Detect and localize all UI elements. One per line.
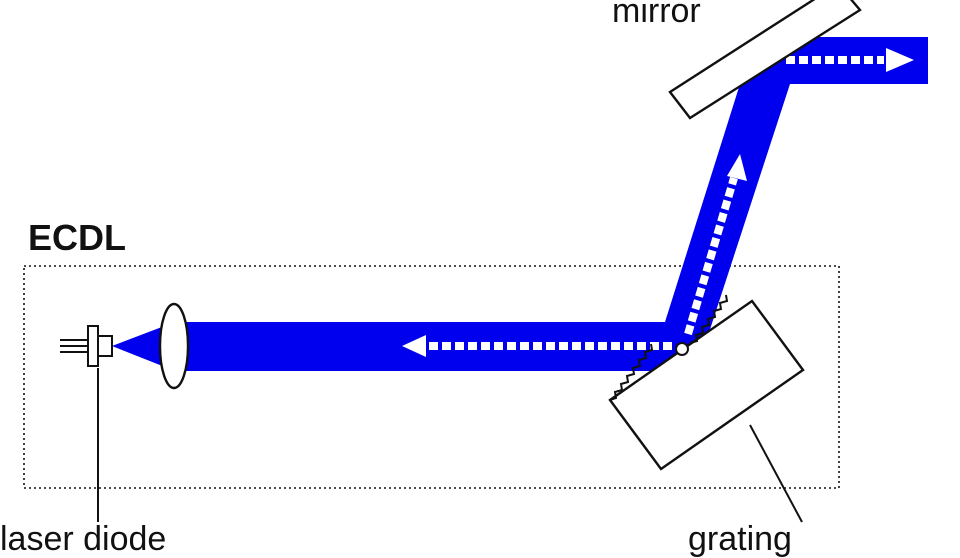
arrow-right-head	[886, 48, 914, 72]
collimating-lens	[158, 302, 190, 390]
ecdl-enclosure	[23, 265, 840, 489]
laser-diode-label: laser diode	[0, 520, 167, 558]
ecdl-diagram	[23, 0, 928, 523]
beam-direction-arrows	[402, 48, 914, 357]
grating-beam-spot	[675, 342, 689, 356]
mirror	[668, 0, 862, 120]
arrow-up-line	[684, 176, 738, 336]
diode-base	[87, 325, 99, 367]
arrow-up-head	[727, 154, 747, 181]
laser-beam	[112, 37, 928, 371]
laser-diode	[60, 325, 113, 367]
arrow-left-head	[402, 335, 426, 357]
grating-leader	[749, 424, 803, 523]
ecdl-label: ECDL	[28, 217, 126, 258]
grating-serration	[609, 294, 729, 401]
diverging-beam-cone	[112, 322, 175, 371]
grating-label: grating	[688, 520, 792, 558]
diode-cap	[97, 335, 113, 357]
grating-body	[608, 299, 805, 471]
grating	[608, 294, 805, 471]
diagonal-beam	[665, 84, 790, 360]
mirror-label: mirror	[612, 0, 701, 30]
